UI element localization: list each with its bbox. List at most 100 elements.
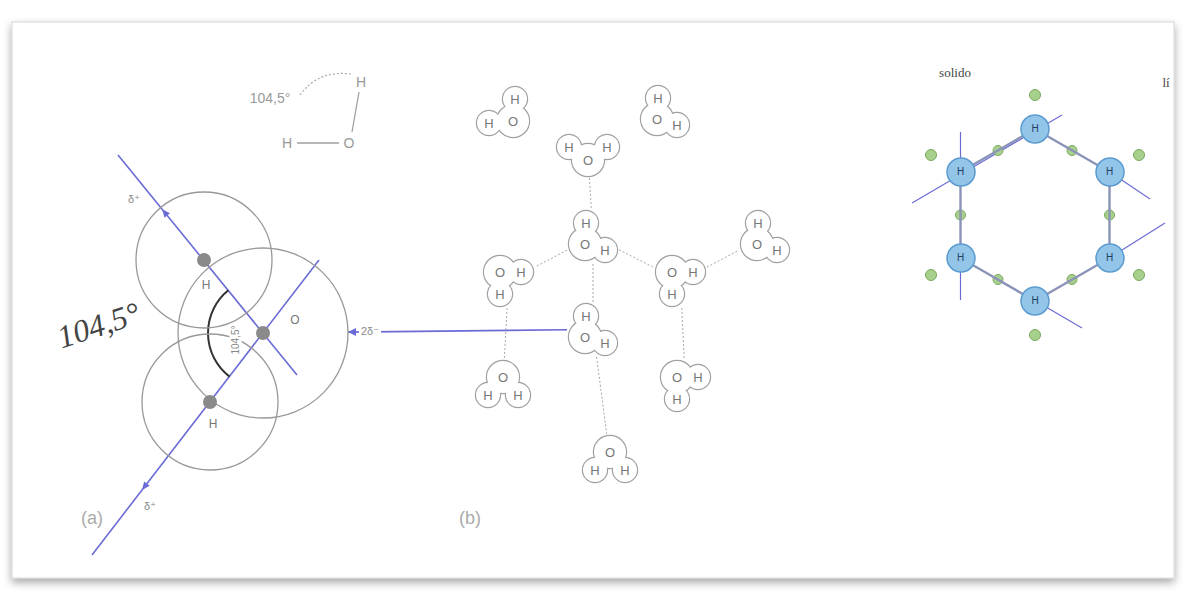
molecule-outline: [593, 238, 617, 262]
water-molecule: OHH: [654, 254, 707, 308]
nucleus-dot: [256, 326, 270, 340]
lattice-atom-circle: [1021, 115, 1049, 143]
small-atoms: [926, 90, 1145, 341]
molecule-fill: [665, 387, 689, 411]
atom-symbol: O: [667, 266, 677, 279]
atom-symbol: O: [583, 154, 593, 167]
atom-circle: [136, 192, 272, 328]
molecule-outline: [686, 365, 710, 389]
atom-symbol: O: [605, 446, 615, 459]
molecule-outline: [509, 260, 533, 284]
water-molecule: HOH: [639, 84, 691, 139]
molecule-fill: [488, 282, 512, 306]
node-outline: [581, 434, 639, 484]
molecule-fill: [765, 238, 789, 262]
lattice-atom: H: [1019, 285, 1051, 317]
molecule-fill: [665, 113, 689, 137]
bond-direction: [1121, 223, 1166, 251]
hydrogen-bond: [589, 178, 591, 209]
node-outline: [482, 254, 535, 308]
water-molecule: HHO: [475, 85, 531, 139]
panel-letter: (a): [81, 509, 103, 527]
lattice-bond: [1047, 136, 1097, 165]
dipole-line: [118, 155, 297, 375]
molecule-fill: [681, 260, 705, 284]
angle-arc: [300, 73, 351, 95]
atom-symbol: H: [957, 253, 964, 263]
bond-direction: [1046, 307, 1082, 328]
molecule-fill: [595, 135, 619, 159]
atom-circle: [178, 248, 348, 418]
molecule-outline: [665, 113, 689, 137]
state-label: solido: [939, 66, 971, 79]
atom-symbol: H: [667, 288, 676, 301]
arrowhead: [162, 209, 170, 217]
nucleus-dot: [197, 253, 211, 267]
molecule-outline: [595, 135, 619, 159]
atom-symbol: H: [772, 244, 781, 257]
atom-symbol: H: [516, 266, 525, 279]
hydrogen-atom: H: [140, 332, 280, 472]
molecule-outline: [506, 383, 530, 407]
atom-symbol: H: [1106, 253, 1113, 263]
node-outline: [140, 332, 280, 472]
lattice-bond: [1108, 186, 1110, 244]
formula-sketch: [297, 73, 359, 143]
water-molecule: HOH: [567, 209, 619, 264]
handwritten-angle: 104,5°: [53, 297, 144, 354]
panel-frame: [12, 22, 1174, 578]
atom-symbol: H: [484, 117, 493, 130]
small-atom: [1134, 150, 1145, 161]
small-atom: [926, 150, 937, 161]
water-molecule: OHH: [474, 359, 532, 409]
water-molecule: HOH: [555, 133, 621, 178]
molecule-outline: [681, 260, 705, 284]
lattice-atom-circle: [1021, 287, 1049, 315]
node-outline: [176, 246, 350, 420]
bond-line: [352, 92, 359, 132]
hydrogen-bond: [535, 250, 567, 267]
molecule-fill: [509, 260, 533, 284]
small-atom: [1030, 330, 1041, 341]
molecule-fill: [506, 383, 530, 407]
atom-symbol: H: [581, 217, 590, 230]
atom-symbol: O: [495, 266, 505, 279]
panel-letter: (b): [459, 509, 481, 527]
atom-symbol: H: [602, 141, 611, 154]
atom-symbol: H: [581, 310, 590, 323]
water-molecule: OHH: [581, 434, 639, 484]
molecule-outline: [488, 282, 512, 306]
node-outline: [654, 254, 707, 308]
molecule-outline: [660, 282, 684, 306]
atom-symbol: H: [600, 244, 609, 257]
atom-symbol: O: [672, 371, 682, 384]
atom-symbol: H: [513, 389, 522, 402]
atom-symbol: H: [209, 418, 218, 430]
atom-symbol: O: [498, 371, 508, 384]
atom-symbol: O: [344, 136, 355, 150]
node-outline: [659, 359, 712, 413]
atom-symbol: H: [672, 393, 681, 406]
lattice-atom-circle: [1096, 244, 1124, 272]
hydrogen-bond: [619, 250, 654, 268]
atom-symbol: H: [356, 75, 366, 89]
atom-symbol: H: [653, 92, 662, 105]
water-molecule: OHH: [482, 254, 535, 308]
molecule-fill: [660, 282, 684, 306]
lattice-bond: [973, 265, 1023, 294]
bond-direction: [912, 181, 950, 203]
atom-symbol: H: [1031, 296, 1038, 306]
lattice-bond: [973, 136, 1023, 165]
hydrogen-bond: [707, 250, 739, 267]
lattice-atom: H: [1019, 113, 1051, 145]
hydrogen-bond: [597, 357, 607, 434]
atom-symbol: H: [688, 266, 697, 279]
water-molecule: OHH: [659, 359, 712, 413]
atom-symbol: H: [1031, 124, 1038, 134]
molecule-fill: [593, 331, 617, 355]
molecule-outline: [476, 383, 500, 407]
molecule-outline: [593, 331, 617, 355]
lattice-atom-circle: [1096, 158, 1124, 186]
molecule-outline: [665, 387, 689, 411]
